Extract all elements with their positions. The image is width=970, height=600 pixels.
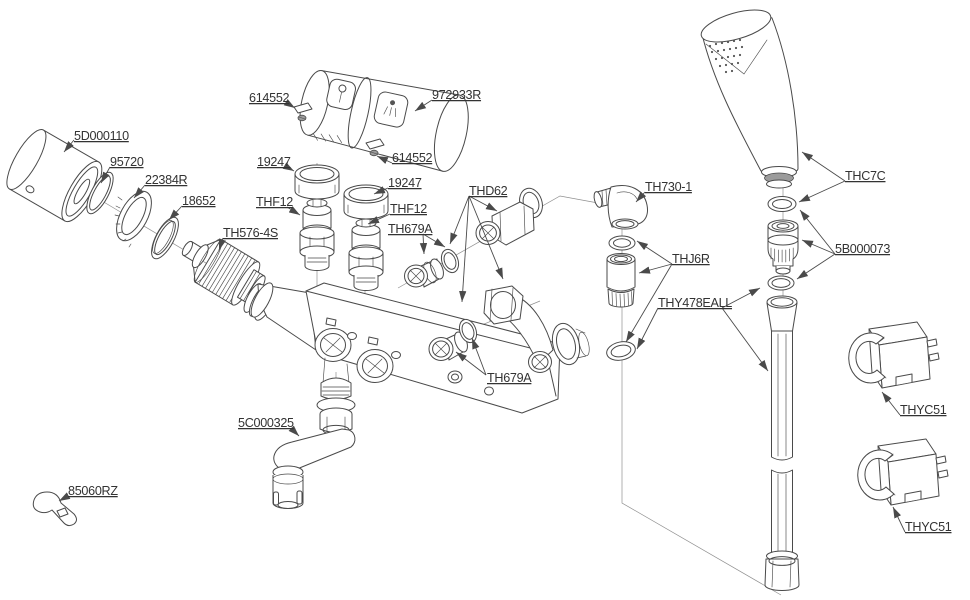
part-nut-22384r <box>114 190 152 248</box>
part-hand-shower-thc7c <box>700 9 799 189</box>
part-label-thyc51-lower: THYC51 <box>905 520 952 534</box>
part-label-thc7c: THC7C <box>845 169 886 183</box>
part-label-22384r: 22384R <box>145 173 188 187</box>
part-label-thj6r: THJ6R <box>672 252 710 266</box>
part-label-thy478eall: THY478EALL <box>658 296 732 310</box>
part-spindle-thf12-left <box>299 198 335 271</box>
part-label-5d000110: 5D000110 <box>74 129 129 143</box>
part-bracket-thyc51-upper <box>848 321 940 389</box>
part-label-19247-left: 19247 <box>257 155 291 169</box>
part-label-thf12-left: THF12 <box>256 195 293 209</box>
part-label-5b000073: 5B000073 <box>835 242 890 256</box>
part-label-thd62: THD62 <box>469 184 508 198</box>
part-hose-thy478eall <box>764 295 800 591</box>
spray-face-dots <box>708 38 744 74</box>
part-screw-614552-left <box>293 102 313 122</box>
part-oval-packing <box>606 341 636 361</box>
part-label-th679a-upper: TH679A <box>388 222 433 236</box>
part-label-19247-right: 19247 <box>388 176 422 190</box>
part-labels: 5D000110 95720 22384R 18652 TH576-4S 614… <box>68 88 952 534</box>
leader-lines <box>58 99 906 533</box>
part-crank-arm <box>483 285 590 373</box>
part-label-972933r: 972933R <box>432 88 481 102</box>
part-label-th730-1: TH730-1 <box>645 180 692 194</box>
part-label-thf12-right: THF12 <box>390 202 427 216</box>
part-cover-cap-5d000110 <box>6 129 103 223</box>
part-label-th679a-lower: TH679A <box>487 371 532 385</box>
part-check-valve-th679a-lower <box>428 331 468 361</box>
part-connector-5b000073 <box>767 219 799 275</box>
part-packing-thc7c <box>767 196 797 212</box>
part-packing-5b000073 <box>767 275 795 291</box>
part-label-95720: 95720 <box>110 155 144 169</box>
part-bracket-thyc51-lower <box>857 438 949 506</box>
part-washer-thj6r <box>608 235 636 251</box>
part-thd62-assembly <box>475 187 543 246</box>
part-adapter-thj6r <box>606 253 636 308</box>
part-label-thyc51-upper: THYC51 <box>900 403 947 417</box>
part-screw-614552-right <box>365 138 385 157</box>
part-cap-19247-right <box>343 184 389 220</box>
part-label-18652: 18652 <box>182 194 216 208</box>
part-spout-5c000325 <box>272 397 356 509</box>
part-label-5c000325: 5C000325 <box>238 416 294 430</box>
part-label-th576-4s: TH576-4S <box>223 226 278 240</box>
part-ring-18652 <box>151 216 179 260</box>
part-label-614552-bottom: 614552 <box>392 151 433 165</box>
part-packing-lower-row <box>458 318 478 344</box>
part-packing-upper-row <box>440 248 460 274</box>
part-label-85060rz: 85060RZ <box>68 484 118 498</box>
part-spray-unit-972933r <box>299 70 469 172</box>
part-spindle-thf12-right <box>348 218 384 291</box>
part-key-85060rz <box>32 491 77 527</box>
part-label-614552-top: 614552 <box>249 91 290 105</box>
part-elbow-th730-1 <box>593 185 648 230</box>
part-check-valve-th679a-upper <box>404 258 444 288</box>
part-cap-19247-left <box>294 164 340 200</box>
